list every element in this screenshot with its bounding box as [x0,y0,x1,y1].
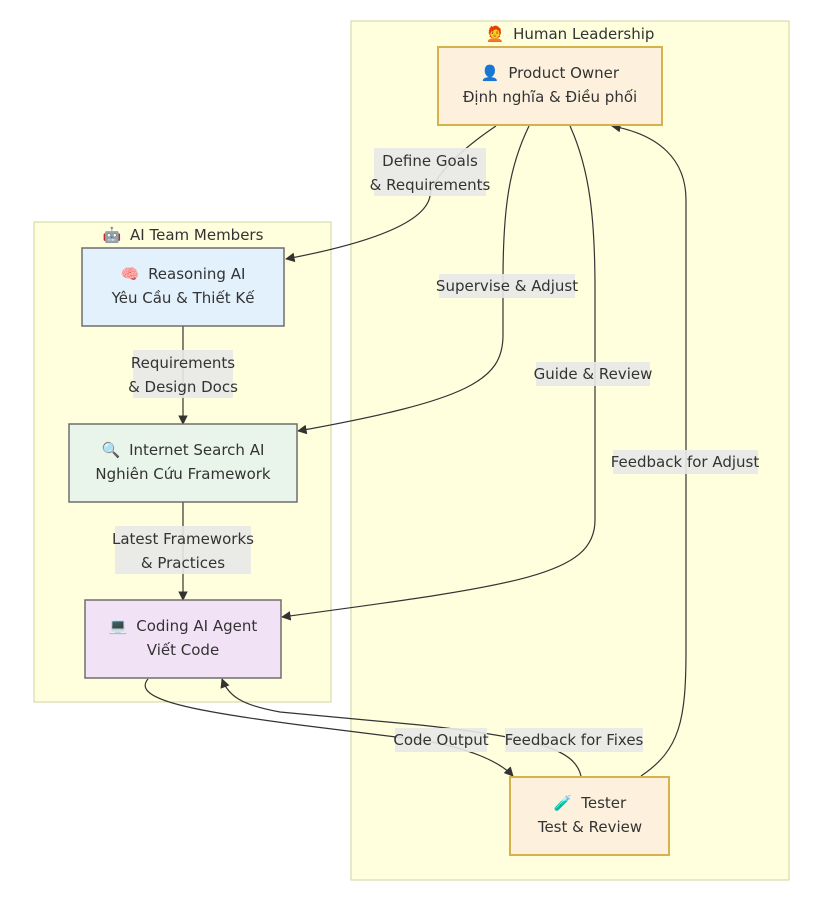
user-icon: 👤 [481,64,500,82]
robot-icon: 🤖 [103,226,122,244]
svg-text:Guide & Review: Guide & Review [534,365,653,383]
node-product-owner-name: Product Owner [508,64,620,82]
node-internet-search-ai[interactable]: 🔍 Internet Search AI Nghiên Cứu Framewor… [68,423,298,503]
edge-label-frameworks: Latest Frameworks & Practices [112,526,254,574]
edge-code-output [144,678,514,777]
node-product-owner-desc: Định nghĩa & Điều phối [463,88,637,106]
cluster-human-title: Human Leadership [513,25,654,43]
svg-text:& Requirements: & Requirements [370,176,491,194]
edge-label-feedback-adjust: Feedback for Adjust [611,450,760,474]
svg-text:& Practices: & Practices [141,554,225,572]
node-reasoning-desc: Yêu Cầu & Thiết Kế [111,289,256,307]
svg-text:Feedback for Adjust: Feedback for Adjust [611,453,760,471]
laptop-icon: 💻 [109,617,128,635]
node-coding-ai-agent[interactable]: 💻 Coding AI Agent Viết Code [84,599,282,679]
svg-text:🔍 Internet Search AI: 🔍 Internet Search AI [102,440,265,459]
node-product-owner[interactable]: 👤 Product Owner Định nghĩa & Điều phối [437,46,663,126]
edge-supervise-adjust [297,125,530,435]
edge-guide-review [281,125,596,621]
svg-text:🧠 Reasoning AI: 🧠 Reasoning AI [121,265,246,283]
node-tester-name: Tester [580,794,627,812]
node-reasoning-name: Reasoning AI [148,265,245,283]
svg-text:Supervise & Adjust: Supervise & Adjust [436,277,578,295]
svg-text:& Design Docs: & Design Docs [128,378,238,396]
edge-feedback-fixes [220,678,582,777]
node-search-desc: Nghiên Cứu Framework [95,465,271,483]
edges [144,122,687,777]
svg-text:🧪 Tester: 🧪 Tester [554,794,627,812]
node-search-name: Internet Search AI [129,441,264,459]
svg-text:🤖 AI Team Members: 🤖 AI Team Members [103,226,264,244]
person-icon: 🧑‍🦰 [486,24,505,43]
svg-text:Code Output: Code Output [393,731,488,749]
svg-text:👤 Product Owner: 👤 Product Owner [481,64,620,82]
brain-icon: 🧠 [121,265,140,283]
svg-text:🧑‍🦰 Human Leadership: 🧑‍🦰 Human Leadership [486,24,655,43]
edge-label-define-goals: Define Goals & Requirements [370,148,491,196]
cluster-ai-title: AI Team Members [130,226,264,244]
edge-label-supervise-adjust: Supervise & Adjust [436,274,578,298]
svg-text:Feedback for Fixes: Feedback for Fixes [505,731,644,749]
edge-label-requirements: Requirements & Design Docs [128,350,238,398]
svg-text:Requirements: Requirements [131,354,235,372]
svg-text:Latest Frameworks: Latest Frameworks [112,530,254,548]
edge-feedback-adjust [611,122,687,777]
node-coding-name: Coding AI Agent [136,617,257,635]
svg-text:Define Goals: Define Goals [382,152,478,170]
edge-label-feedback-fixes: Feedback for Fixes [505,728,644,752]
edge-label-code-output: Code Output [393,728,489,752]
test-tube-icon: 🧪 [554,794,573,812]
svg-text:💻 Coding AI Agent: 💻 Coding AI Agent [109,617,258,635]
node-reasoning-ai[interactable]: 🧠 Reasoning AI Yêu Cầu & Thiết Kế [81,247,285,327]
node-tester[interactable]: 🧪 Tester Test & Review [509,776,670,856]
magnifier-icon: 🔍 [102,440,121,459]
node-coding-desc: Viết Code [147,641,219,659]
edge-label-guide-review: Guide & Review [534,362,653,386]
node-tester-desc: Test & Review [537,818,642,836]
